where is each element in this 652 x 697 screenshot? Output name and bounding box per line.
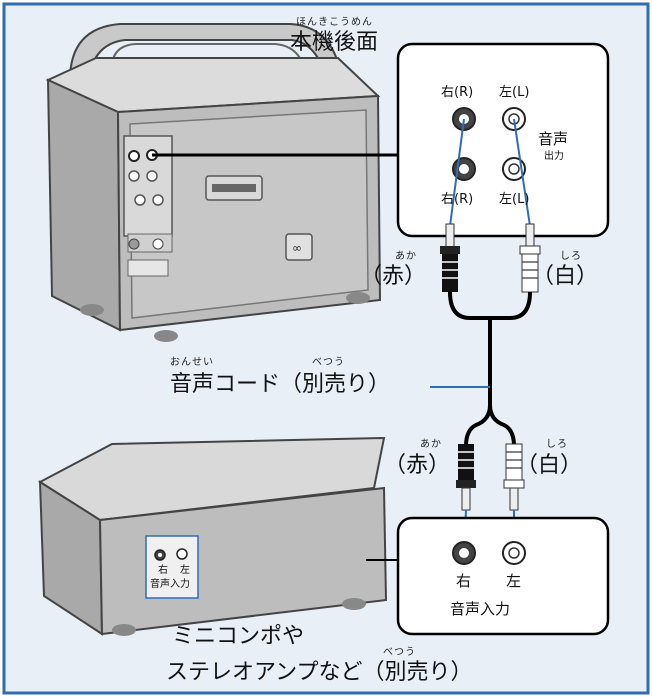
wire-red-upper — [449, 118, 465, 227]
input-callout-box — [396, 516, 610, 636]
audio-in-label: 音声入力 — [450, 600, 511, 618]
cable-split-right — [488, 404, 516, 447]
out-bottom-right-label: 右(R) — [441, 192, 474, 207]
out-top-right-label: 右(R) — [441, 85, 474, 100]
device-panel-label: 音声入力 — [150, 579, 190, 590]
cable-right-upper — [490, 291, 532, 320]
plug-red-upper — [440, 223, 460, 292]
plug-red-2-label: （赤） — [384, 453, 451, 478]
svg-text:∞: ∞ — [292, 241, 302, 255]
plug-white-upper — [519, 223, 541, 293]
in-right-label: 右 — [456, 572, 472, 590]
output-callout-box — [396, 42, 610, 238]
device-line1: ミニコンポや — [172, 624, 305, 649]
rear-panel-label: 本機後面 — [290, 30, 379, 55]
plug-red-label: （赤） — [360, 264, 427, 289]
in-left-label: 左 — [506, 572, 522, 590]
device-ruby-sep: べつう — [383, 647, 416, 658]
stereo-amp-illustration — [38, 436, 388, 636]
plug-white-2-ruby: しろ — [546, 439, 568, 450]
device-panel-label-right: 右 — [158, 565, 168, 576]
rear-panel-ruby: ほんきこうめん — [296, 17, 373, 28]
plug-white-2-label: （白） — [516, 453, 583, 478]
cable-split-left — [464, 404, 492, 447]
out-top-left-label: 左(L) — [499, 85, 530, 100]
audio-out-label: 音声 — [538, 130, 569, 148]
cable-label: 音声コード（別売り） — [170, 372, 391, 397]
main-unit-illustration: ∞ — [45, 23, 382, 342]
cable-ruby-sep: べつう — [312, 357, 345, 368]
plug-white-label: （白） — [532, 264, 599, 289]
plug-red-ruby: あか — [395, 251, 417, 262]
plug-white-ruby: しろ — [560, 251, 582, 262]
plug-white-lower — [503, 443, 525, 511]
device-panel-label-left: 左 — [180, 565, 190, 576]
out-bottom-left-label: 左(L) — [499, 192, 530, 207]
plug-red-2-ruby: あか — [420, 439, 442, 450]
cable-ruby-sound: おんせい — [170, 357, 214, 368]
input-jacks — [452, 541, 526, 565]
cable-left-upper — [448, 291, 492, 405]
wire-white-upper — [513, 118, 531, 227]
audio-out-sub-label: 出力 — [544, 151, 564, 162]
device-line2: ステレオアンプなど（別売り） — [166, 660, 473, 685]
